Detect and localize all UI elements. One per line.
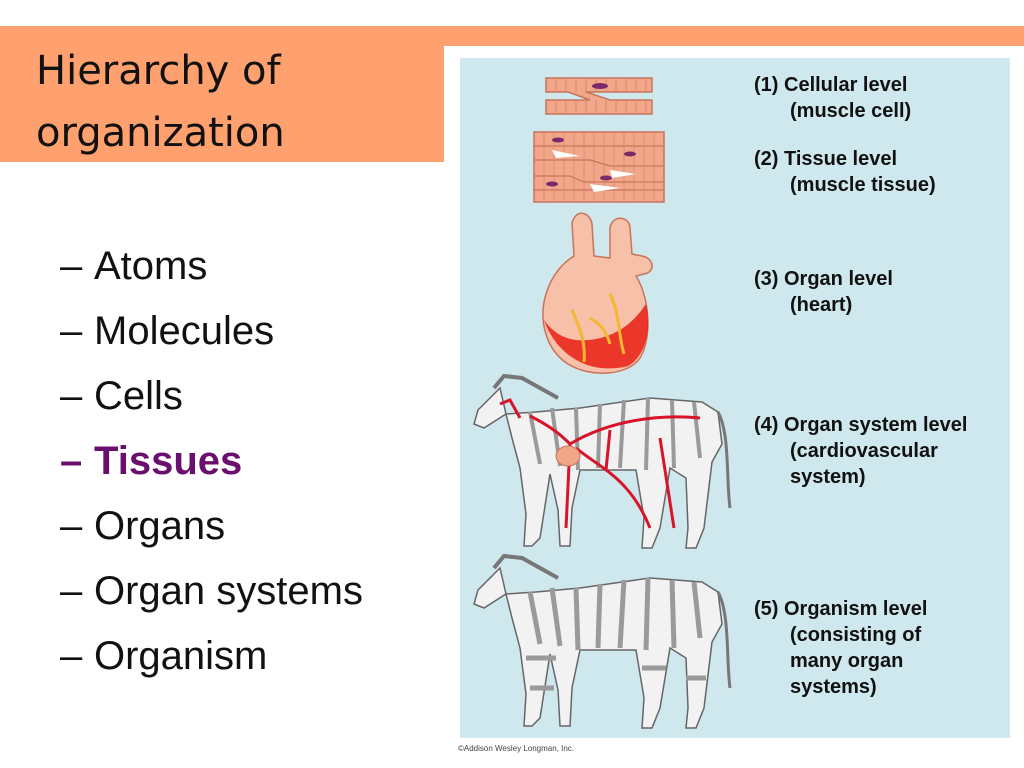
bullet-text: Cells xyxy=(94,374,183,418)
bullet-organs: –Organs xyxy=(60,494,363,559)
title-box xyxy=(0,26,444,162)
level-3-subtitle: (heart) xyxy=(790,294,853,316)
level-5-title: (5) Organism level xyxy=(754,598,928,620)
bullet-text: Organism xyxy=(94,634,268,678)
level-4-subtitle: (cardiovascular xyxy=(790,440,938,462)
level-1-label: (1) Cellular level (muscle cell) xyxy=(754,72,911,124)
bullet-dash: – xyxy=(60,634,83,678)
muscle-tissue-illustration xyxy=(533,131,665,203)
level-5-subtitle-3: systems) xyxy=(790,676,877,698)
heart-illustration xyxy=(542,212,653,374)
bullet-cells: –Cells xyxy=(60,364,363,429)
zebra-organism-illustration xyxy=(473,553,732,729)
muscle-cell-illustration xyxy=(545,77,653,115)
bullet-text: Tissues xyxy=(94,439,243,483)
bullet-text: Organs xyxy=(94,504,226,548)
bullet-dash: – xyxy=(60,244,83,288)
level-2-subtitle: (muscle tissue) xyxy=(790,174,936,196)
bullet-text: Atoms xyxy=(94,244,208,288)
bullet-text: Molecules xyxy=(94,309,275,353)
level-5-label: (5) Organism level (consisting of many o… xyxy=(754,596,927,700)
bullet-molecules: –Molecules xyxy=(60,299,363,364)
bullet-text: Organ systems xyxy=(94,569,363,613)
bullet-atoms: –Atoms xyxy=(60,234,363,299)
level-1-subtitle: (muscle cell) xyxy=(790,100,912,122)
figure-credit: ©Addison Wesley Longman, Inc. xyxy=(458,744,575,753)
bullet-dash: – xyxy=(60,504,83,548)
level-4-subtitle-2: system) xyxy=(790,466,866,488)
bullet-tissues: –Tissues xyxy=(60,429,363,494)
level-2-label: (2) Tissue level (muscle tissue) xyxy=(754,146,936,198)
level-3-label: (3) Organ level (heart) xyxy=(754,266,893,318)
bullet-dash: – xyxy=(60,439,83,483)
bullet-organism: –Organism xyxy=(60,624,363,689)
hierarchy-illustration xyxy=(473,77,732,729)
level-3-title: (3) Organ level xyxy=(754,268,893,290)
level-5-subtitle-2: many organ xyxy=(790,650,904,672)
bullet-list: –Atoms –Molecules –Cells –Tissues –Organ… xyxy=(60,234,363,689)
bullet-dash: – xyxy=(60,374,83,418)
level-4-label: (4) Organ system level (cardiovascular s… xyxy=(754,412,967,490)
level-5-subtitle: (consisting of xyxy=(790,624,922,646)
zebra-cardiovascular-illustration xyxy=(473,373,732,549)
bullet-dash: – xyxy=(60,569,83,613)
bullet-organ-systems: –Organ systems xyxy=(60,559,363,624)
level-4-title: (4) Organ system level xyxy=(754,414,968,436)
slide-title: Hierarchy of organization xyxy=(36,48,285,156)
bullet-dash: – xyxy=(60,309,83,353)
level-2-title: (2) Tissue level xyxy=(754,148,898,170)
level-1-title: (1) Cellular level xyxy=(754,74,908,96)
